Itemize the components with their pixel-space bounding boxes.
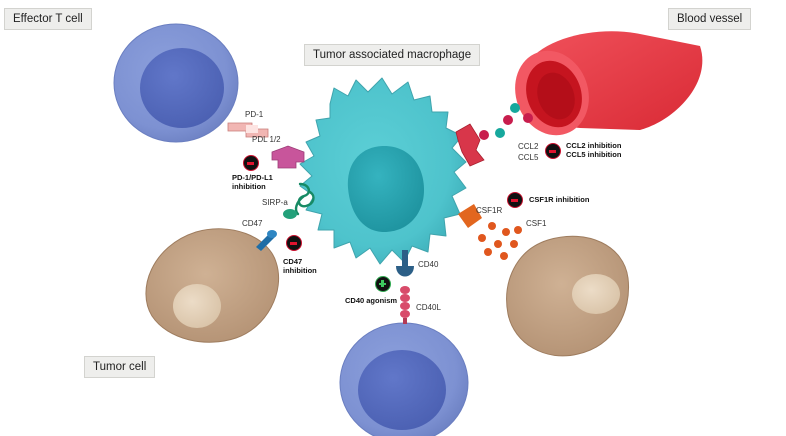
ccl2-inhibition-line: CCL2 inhibition <box>566 141 622 150</box>
cd40-receptor <box>396 250 414 277</box>
csf1r-receptor <box>458 204 482 228</box>
pd1-pdl1-inhibition-label: PD-1/PD-L1 inhibition <box>232 173 273 191</box>
cd40-agonism-label: CD40 agonism <box>345 296 398 305</box>
csf1-label: CSF1 <box>526 219 547 228</box>
pd1-pdl1-inhibition-line1: PD-1/PD-L1 <box>232 173 273 182</box>
pd1-label: PD-1 <box>245 110 264 119</box>
sirpa-receptor <box>283 182 315 219</box>
cd40-agonism-plus-circle-icon <box>375 276 391 292</box>
ccl-receptor <box>455 123 485 167</box>
csf1r-label: CSF1R <box>476 206 503 215</box>
cd47-label: CD47 <box>242 219 263 228</box>
blood-vessel-label: Blood vessel <box>668 8 752 30</box>
pdl-label: PDL 1/2 <box>252 135 281 144</box>
effector-t-cell-label: Effector T cell <box>4 8 92 30</box>
ccl5-inhibition-line: CCL5 inhibition <box>566 149 622 159</box>
ccl-inhibition-minus-circle-icon <box>545 143 561 159</box>
blood-vessel <box>515 31 703 136</box>
ccl-chemokines <box>479 103 533 140</box>
ccl-inhibition-label: CCL2 inhibition CCL5 inhibition <box>566 141 622 159</box>
cd47-inhibition-line1: CD47 <box>283 257 303 266</box>
csf1-ligands <box>478 222 522 260</box>
bottom-t-cell <box>339 322 469 436</box>
cd40l-label: CD40L <box>416 303 441 312</box>
pd1-pdl1-inhibition-line2: inhibition <box>232 181 266 191</box>
sirpa-label: SIRP-a <box>262 198 288 207</box>
pd1-inhibition-minus-circle-icon <box>243 155 259 171</box>
ccl5-label: CCL5 <box>518 153 539 162</box>
pd1-receptor <box>227 122 269 138</box>
pdl-ligand <box>271 145 305 169</box>
macrophage-label: Tumor associated macrophage <box>304 44 481 66</box>
cd47-inhibition-minus-circle-icon <box>286 235 302 251</box>
ccl2-label: CCL2 <box>518 142 539 151</box>
tumor-cell-label: Tumor cell <box>84 356 156 378</box>
effector-t-cell <box>113 23 239 143</box>
csf1r-inhibition-label: CSF1R inhibition <box>529 195 590 204</box>
cd40l-ligand <box>400 286 410 324</box>
cd47-inhibition-line2: inhibition <box>283 265 317 275</box>
cd47-receptor <box>256 230 277 251</box>
tumor-cell-left <box>145 228 280 343</box>
cd40-label: CD40 <box>418 260 439 269</box>
cd47-inhibition-label: CD47 inhibition <box>283 257 317 275</box>
macrophage <box>299 77 467 265</box>
csf1r-inhibition-minus-circle-icon <box>507 192 523 208</box>
tumor-cell-right <box>506 235 630 357</box>
